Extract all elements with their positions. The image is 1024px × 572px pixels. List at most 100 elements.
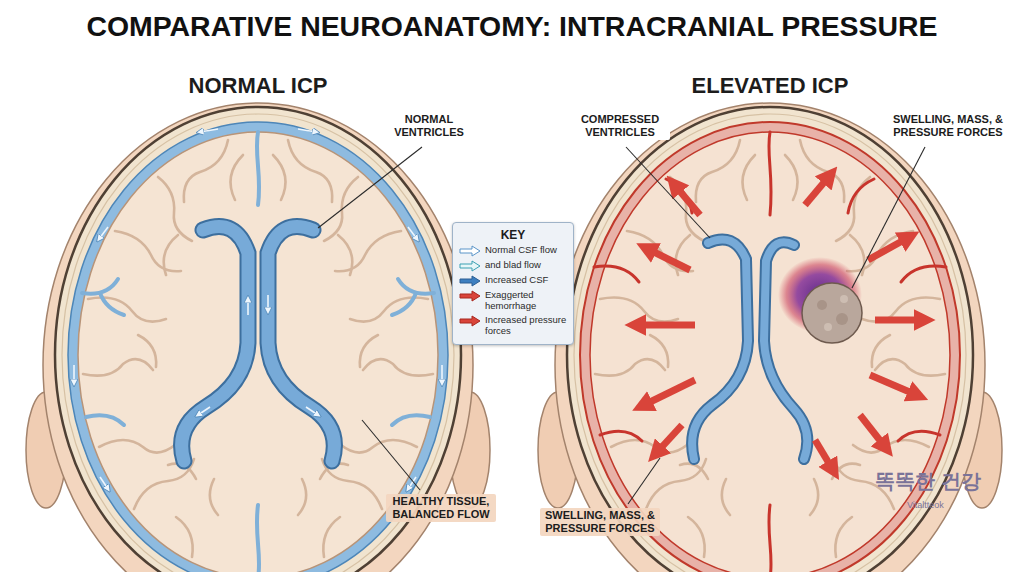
legend-row: Increased pressure forces xyxy=(459,315,567,337)
illustration-line xyxy=(875,317,918,324)
illustration-path xyxy=(100,477,108,489)
illustration-path xyxy=(848,179,874,213)
illustration-g xyxy=(182,227,335,461)
illustration-path xyxy=(257,505,259,572)
callout-label: SWELLING, MASS, & PRESSURE FORCES xyxy=(884,112,1012,140)
illustration-line xyxy=(648,380,695,403)
illustration-line xyxy=(868,240,904,260)
illustration-path xyxy=(600,431,642,441)
illustration-line xyxy=(860,415,882,443)
illustration-path xyxy=(86,415,124,425)
illustration-path xyxy=(182,227,248,461)
callout-label: COMPRESSED VENTRICLES xyxy=(570,112,670,140)
illustration-line xyxy=(805,180,826,205)
illustration-path xyxy=(82,279,124,315)
illustration-path xyxy=(73,365,75,383)
head-skull xyxy=(538,103,1002,572)
panel-heading: ELEVATED ICP xyxy=(689,72,852,100)
illustration-circle xyxy=(824,323,832,331)
leader-lines xyxy=(318,147,925,504)
callout-label: NORMAL VENTRICLES xyxy=(384,112,474,140)
illustration-line xyxy=(678,189,700,215)
legend-row: Increased CSF xyxy=(459,275,567,287)
callout-label: SWELLING, MASS, & PRESSURE FORCES xyxy=(540,508,660,536)
panel-heading: NORMAL ICP xyxy=(186,72,331,100)
illustration-g xyxy=(692,239,807,459)
illustration-path xyxy=(769,132,771,215)
elevated-head xyxy=(538,103,1002,572)
callout-label: HEALTHY TISSUE, BALANCED FLOW xyxy=(386,494,496,522)
legend-row: and blad flow xyxy=(459,260,567,272)
illustration-line xyxy=(362,420,420,490)
csf-sulci xyxy=(82,132,434,572)
illustration-path xyxy=(764,242,807,459)
legend-arrow xyxy=(460,261,480,271)
brain-tissue xyxy=(590,132,950,572)
illustration-g xyxy=(692,239,807,459)
legend-text: Exaggerted hemorrhage xyxy=(485,290,567,312)
compressed-ventricles xyxy=(692,239,807,459)
illustration-line xyxy=(852,147,925,288)
watermark: 똑똑한 건강 xyxy=(872,468,984,494)
legend-arrow xyxy=(460,291,480,301)
illustration-circle xyxy=(840,295,848,303)
illustration-path xyxy=(441,365,443,383)
normal-ventricles xyxy=(182,227,335,461)
illustration-path xyxy=(692,239,748,459)
legend-swatch xyxy=(459,315,481,327)
illustration-path xyxy=(198,407,210,415)
illustration-path xyxy=(200,129,218,132)
legend-swatch xyxy=(459,260,481,272)
label-holder: SWELLING, MASS, & PRESSURE FORCES xyxy=(540,508,660,536)
illustration-path xyxy=(594,266,639,282)
illustration-line xyxy=(815,440,830,465)
illustration-g xyxy=(182,227,335,461)
legend-text: and blad flow xyxy=(485,260,541,271)
illustration-path xyxy=(392,279,434,315)
illustration-path xyxy=(182,227,248,461)
illustration-line xyxy=(318,147,422,228)
legend-text: Normal CSF flow xyxy=(485,245,557,256)
illustration-line xyxy=(626,147,710,238)
label-holder: NORMAL ICP xyxy=(158,72,358,100)
illustration-path xyxy=(692,239,748,459)
label-holder: COMPRESSED VENTRICLES xyxy=(570,112,670,140)
csf-flow-arrows xyxy=(74,129,442,489)
key-box: KEY Normal CSF flow and blad flowIncreased… xyxy=(452,222,574,345)
illustration-path xyxy=(392,415,430,425)
illustration-path xyxy=(267,295,269,311)
vascular-layer xyxy=(580,122,960,572)
label-holder: SWELLING, MASS, & PRESSURE FORCES xyxy=(884,112,1012,140)
label-holder: 똑똑한 건강 xyxy=(872,468,1002,494)
label-holder: HEALTHY TISSUE, BALANCED FLOW xyxy=(386,494,496,522)
illustration-circle xyxy=(836,313,848,325)
illustration-path xyxy=(769,505,771,572)
illustration-line xyxy=(628,458,660,504)
brain-tissue xyxy=(78,132,438,572)
legend-row: Normal CSF flow xyxy=(459,245,567,257)
legend-arrow xyxy=(460,246,480,256)
diagram-title: COMPARATIVE NEUROANATOMY: INTRACRANIAL P… xyxy=(0,10,1024,43)
illustration-path xyxy=(901,266,946,282)
legend-swatch xyxy=(459,290,481,302)
key-heading: KEY xyxy=(459,228,567,242)
illustration-path xyxy=(268,227,334,461)
illustration-circle xyxy=(802,283,862,343)
label-holder: ELEVATED ICP xyxy=(660,72,880,100)
legend-arrow xyxy=(460,276,480,286)
illustration-path xyxy=(268,227,334,461)
illustration-circle xyxy=(817,300,827,310)
illustration-line xyxy=(660,425,682,449)
label-holder: Vitaltteok xyxy=(904,494,984,512)
legend-swatch xyxy=(459,245,481,257)
illustration-line xyxy=(652,251,690,270)
illustration-path xyxy=(764,242,807,459)
label-holder: NORMAL VENTRICLES xyxy=(384,112,474,140)
illustration-path xyxy=(247,299,249,315)
legend-text: Increased CSF xyxy=(485,275,548,286)
illustration-path xyxy=(898,431,940,441)
watermark: Vitaltteok xyxy=(904,499,947,512)
pressure-arrows xyxy=(642,180,918,465)
tumor-mass xyxy=(802,283,862,343)
